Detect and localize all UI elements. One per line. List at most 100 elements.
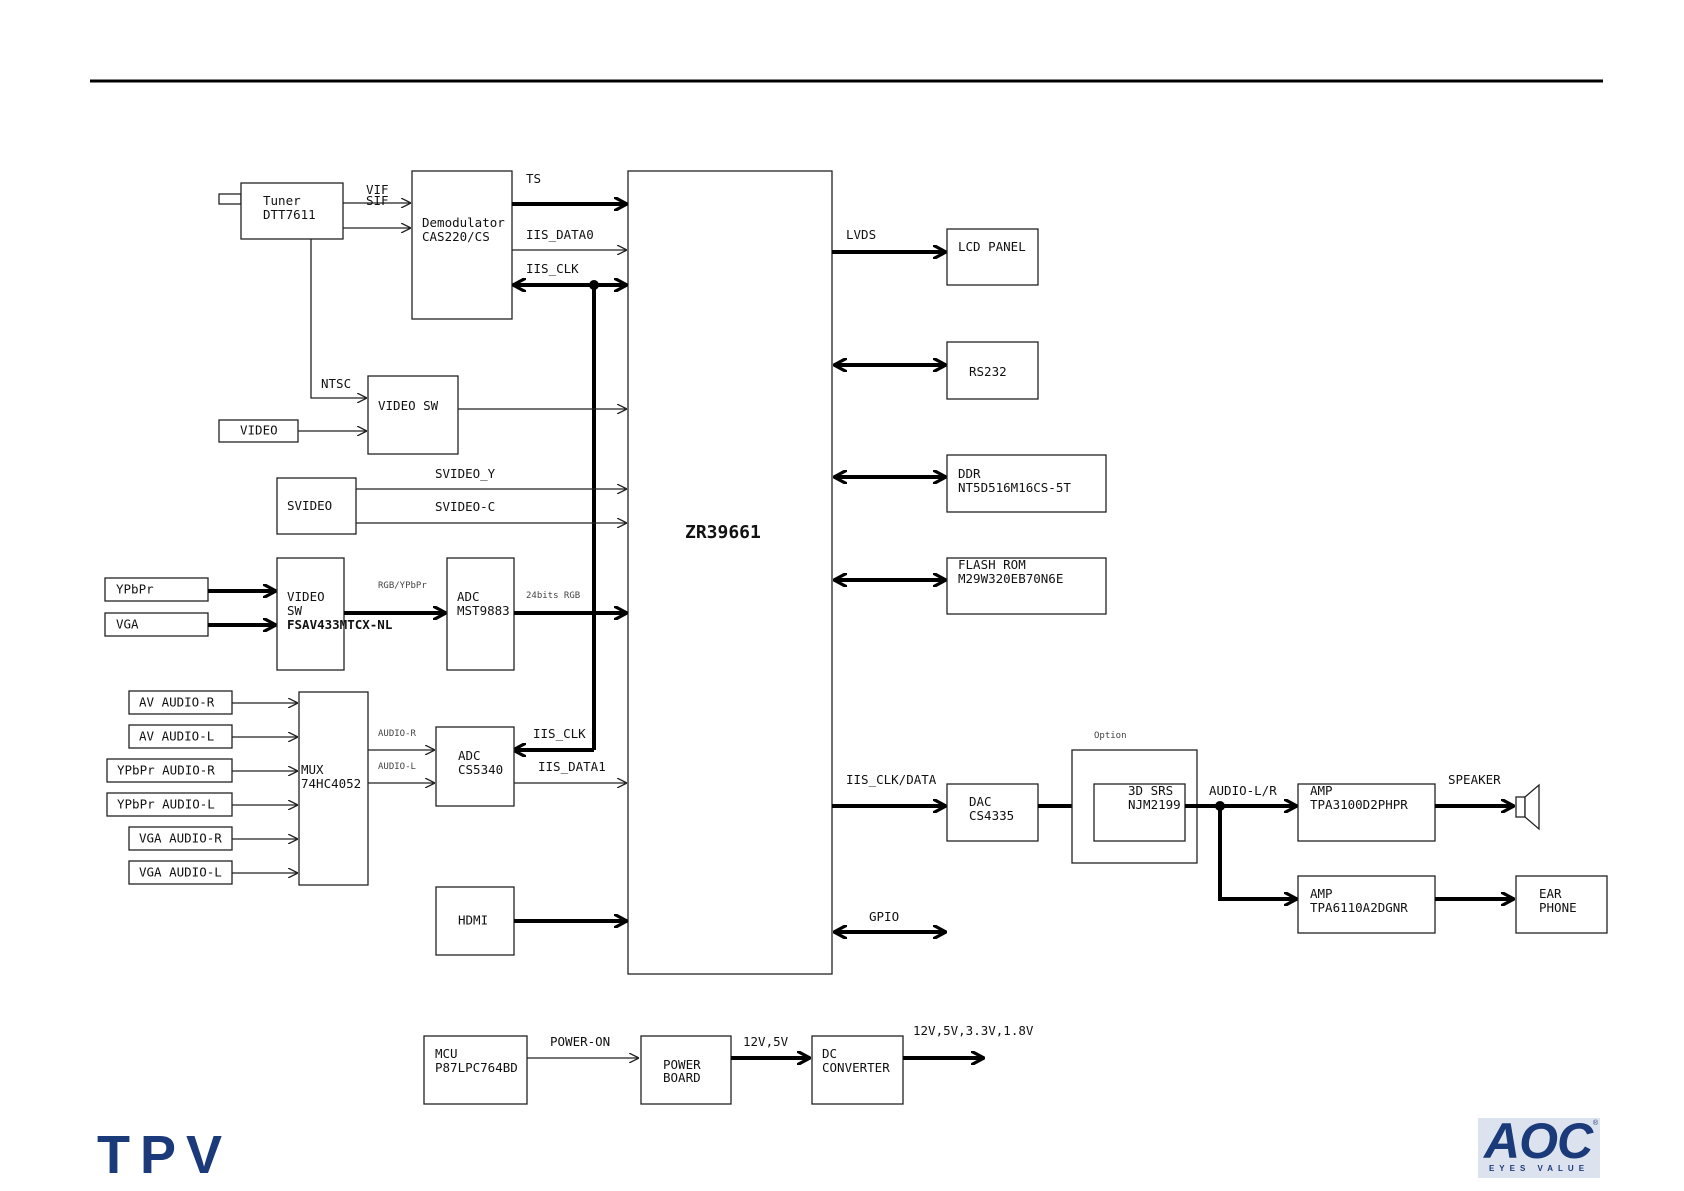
adc-mst9883-block: ADC MST9883 (446, 557, 515, 671)
av-audio-l-block: AV AUDIO-L (128, 724, 233, 749)
svg-text:AV AUDIO-L: AV AUDIO-L (139, 729, 214, 744)
svg-text:VIDEO: VIDEO (287, 589, 325, 604)
audio-r-label: AUDIO-R (378, 729, 417, 739)
rgb-ypbpr-label: RGB/YPbPr (378, 581, 427, 591)
svg-text:SW: SW (287, 603, 303, 618)
ddr-block: DDR NT5D516M16CS-5T (946, 454, 1107, 513)
svg-text:TPA3100D2PHPR: TPA3100D2PHPR (1310, 797, 1408, 812)
audio-l-label: AUDIO-L (378, 762, 416, 772)
iis-clk-data-label: IIS_CLK/DATA (846, 772, 937, 787)
svg-text:DDR: DDR (958, 466, 981, 481)
iis-data0-label: IIS_DATA0 (526, 227, 594, 242)
svg-text:Demodulator: Demodulator (422, 215, 505, 230)
vif-label: VIF (366, 182, 389, 197)
svg-text:TPA6110A2DGNR: TPA6110A2DGNR (1310, 900, 1408, 915)
ypbpr-audio-l-block: YPbPr AUDIO-L (106, 792, 233, 817)
registered-mark-icon: ® (1592, 1120, 1598, 1127)
svg-text:VGA AUDIO-L: VGA AUDIO-L (139, 865, 222, 880)
adc-cs5340-block: ADC CS5340 (435, 726, 515, 807)
svg-text:FSAV433MTCX-NL: FSAV433MTCX-NL (287, 617, 393, 632)
svg-text:YPbPr: YPbPr (116, 582, 154, 597)
ts-label: TS (526, 171, 541, 186)
dac-block: DAC CS4335 (946, 783, 1039, 842)
iis-clk-label: IIS_CLK (526, 261, 579, 276)
svg-text:VGA AUDIO-R: VGA AUDIO-R (139, 831, 222, 846)
av-audio-r-block: AV AUDIO-R (128, 690, 233, 715)
mcu-block: MCU P87LPC764BD (423, 1035, 528, 1105)
main-soc-block: ZR39661 (627, 170, 833, 975)
hdmi-block: HDMI (435, 886, 515, 956)
svg-text:SVIDEO: SVIDEO (287, 498, 332, 513)
tpv-logo: TPV (97, 1125, 233, 1185)
amp2-block: AMP TPA6110A2DGNR (1297, 875, 1436, 934)
power-on-label: POWER-ON (550, 1034, 610, 1049)
svg-text:YPbPr AUDIO-L: YPbPr AUDIO-L (117, 797, 215, 812)
svg-text:VIDEO: VIDEO (240, 423, 278, 438)
svg-text:DC: DC (822, 1046, 837, 1061)
iis-clk2-label: IIS_CLK (533, 726, 586, 741)
svg-text:BOARD: BOARD (663, 1070, 701, 1085)
svg-text:AMP: AMP (1310, 886, 1333, 901)
video-sw2-block: VIDEO SW FSAV433MTCX-NL (276, 557, 393, 671)
svg-text:NJM2199: NJM2199 (1128, 797, 1181, 812)
svideo-c-label: SVIDEO-C (435, 499, 495, 514)
svg-text:FLASH ROM: FLASH ROM (958, 557, 1026, 572)
svg-text:VIDEO SW: VIDEO SW (378, 398, 439, 413)
svg-text:ZR39661: ZR39661 (685, 522, 761, 543)
vga-audio-l-block: VGA AUDIO-L (128, 860, 233, 885)
demodulator-block: Demodulator CAS220/CS (411, 170, 513, 320)
svg-text:3D SRS: 3D SRS (1128, 783, 1173, 798)
svg-text:POWER: POWER (663, 1057, 701, 1072)
svg-text:M29W320EB70N6E: M29W320EB70N6E (958, 571, 1063, 586)
svideo-block: SVIDEO (276, 477, 357, 535)
video-sw-block: VIDEO SW (367, 375, 459, 455)
option-label: Option (1094, 731, 1127, 741)
svg-text:MCU: MCU (435, 1046, 458, 1061)
svg-text:MUX: MUX (301, 762, 324, 777)
svg-text:CS5340: CS5340 (458, 762, 503, 777)
power-out-label: 12V,5V,3.3V,1.8V (913, 1023, 1034, 1038)
aoc-logo-text: AOC (1484, 1113, 1593, 1169)
svg-text:P87LPC764BD: P87LPC764BD (435, 1060, 518, 1075)
svg-text:RS232: RS232 (969, 364, 1007, 379)
svg-text:HDMI: HDMI (458, 913, 488, 928)
rs232-block: RS232 (946, 341, 1039, 400)
power-board-block: POWER BOARD (640, 1035, 732, 1105)
svg-text:74HC4052: 74HC4052 (301, 776, 361, 791)
flash-rom-block: FLASH ROM M29W320EB70N6E (946, 557, 1107, 615)
ypbpr-audio-r-block: YPbPr AUDIO-R (106, 758, 233, 783)
svg-text:LCD PANEL: LCD PANEL (958, 239, 1026, 254)
tuner-block: Tuner DTT7611 (240, 182, 344, 240)
speaker-label: SPEAKER (1448, 772, 1501, 787)
lcd-panel-block: LCD PANEL (946, 228, 1039, 286)
ntsc-line (310, 239, 367, 398)
svg-text:DAC: DAC (969, 794, 992, 809)
video-input-block: VIDEO (218, 419, 299, 443)
svg-text:NT5D516M16CS-5T: NT5D516M16CS-5T (958, 480, 1071, 495)
svg-text:AV AUDIO-R: AV AUDIO-R (139, 695, 215, 710)
svg-text:CS4335: CS4335 (969, 808, 1014, 823)
rgb-24bit-label: 24bits RGB (526, 591, 580, 601)
svg-text:PHONE: PHONE (1539, 900, 1577, 915)
svg-text:AMP: AMP (1310, 783, 1333, 798)
gpio-label: GPIO (869, 909, 899, 924)
vga-input-block: VGA (104, 612, 209, 637)
svg-text:VGA: VGA (116, 617, 139, 632)
aoc-tagline: EYES VALUE (1488, 1164, 1590, 1173)
dc-converter-block: DC CONVERTER (811, 1035, 904, 1105)
svg-text:DTT7611: DTT7611 (263, 207, 316, 222)
svg-text:MST9883: MST9883 (457, 603, 510, 618)
svg-text:YPbPr AUDIO-R: YPbPr AUDIO-R (117, 763, 215, 778)
ypbpr-input-block: YPbPr (104, 577, 209, 602)
aoc-logo: AOC ® EYES VALUE (1478, 1113, 1600, 1178)
sif-label: SIF (366, 193, 389, 208)
earphone-block: EAR PHONE (1515, 875, 1608, 934)
audio-lr-branch-line (1218, 806, 1297, 899)
ntsc-label: NTSC (321, 376, 351, 391)
svideo-y-label: SVIDEO_Y (435, 466, 496, 481)
svg-text:CONVERTER: CONVERTER (822, 1060, 890, 1075)
svg-text:Tuner: Tuner (263, 193, 301, 208)
audio-lr-label: AUDIO-L/R (1209, 783, 1277, 798)
lvds-label: LVDS (846, 227, 876, 242)
